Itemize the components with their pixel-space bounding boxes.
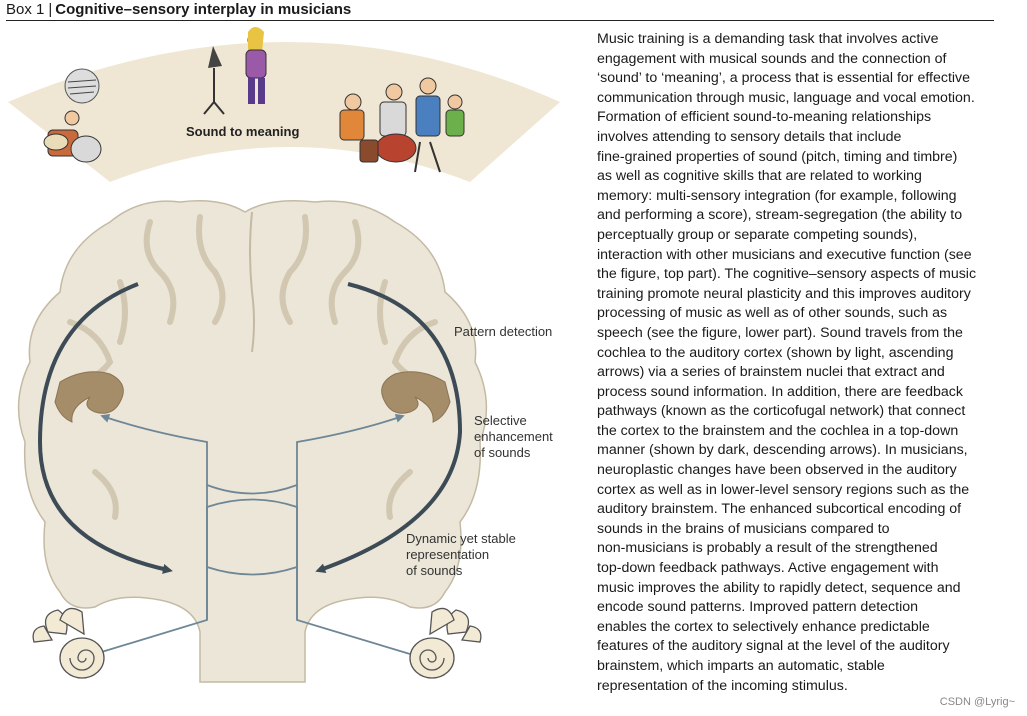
left-cochlea (32, 607, 105, 679)
brainstem-nucleus-upper (206, 484, 298, 495)
drummer-illustration (43, 68, 102, 163)
violinist-illustration (203, 27, 267, 115)
descending-arrow-left (37, 282, 173, 574)
box-separator: | (48, 1, 53, 18)
descending-arrow-right (315, 282, 463, 574)
figure: Sound to meaning Pattern detection Selec… (0, 22, 590, 716)
pattern-detection-label: Pattern detection (454, 324, 553, 339)
top-banner (8, 42, 560, 182)
watermark: CSDN @Lyrig~ (939, 696, 1015, 708)
selective-enhancement-label: Selective enhancement of sounds (474, 413, 553, 460)
ascending-pathway-lower (206, 567, 298, 620)
brain-outline (17, 200, 488, 683)
figure-illustration (8, 27, 560, 683)
dynamic-representation-label: Dynamic yet stable representation of sou… (406, 531, 516, 578)
body-text: Music training is a demanding task that … (597, 31, 977, 694)
ascending-pathway-left (94, 413, 208, 655)
box-title: Cognitive–sensory interplay in musicians (55, 1, 352, 18)
ascending-pathway-right (296, 413, 411, 655)
box-header: Box 1|Cognitive–sensory interplay in mus… (6, 0, 351, 20)
right-auditory-cortex (381, 371, 451, 423)
band-illustration (339, 77, 465, 173)
right-cochlea (409, 607, 482, 679)
header-rule (6, 20, 994, 21)
box-label: Box 1 (6, 1, 45, 18)
sound-to-meaning-label: Sound to meaning (186, 124, 300, 139)
brain-midline (249, 211, 255, 353)
left-auditory-cortex (54, 371, 124, 423)
